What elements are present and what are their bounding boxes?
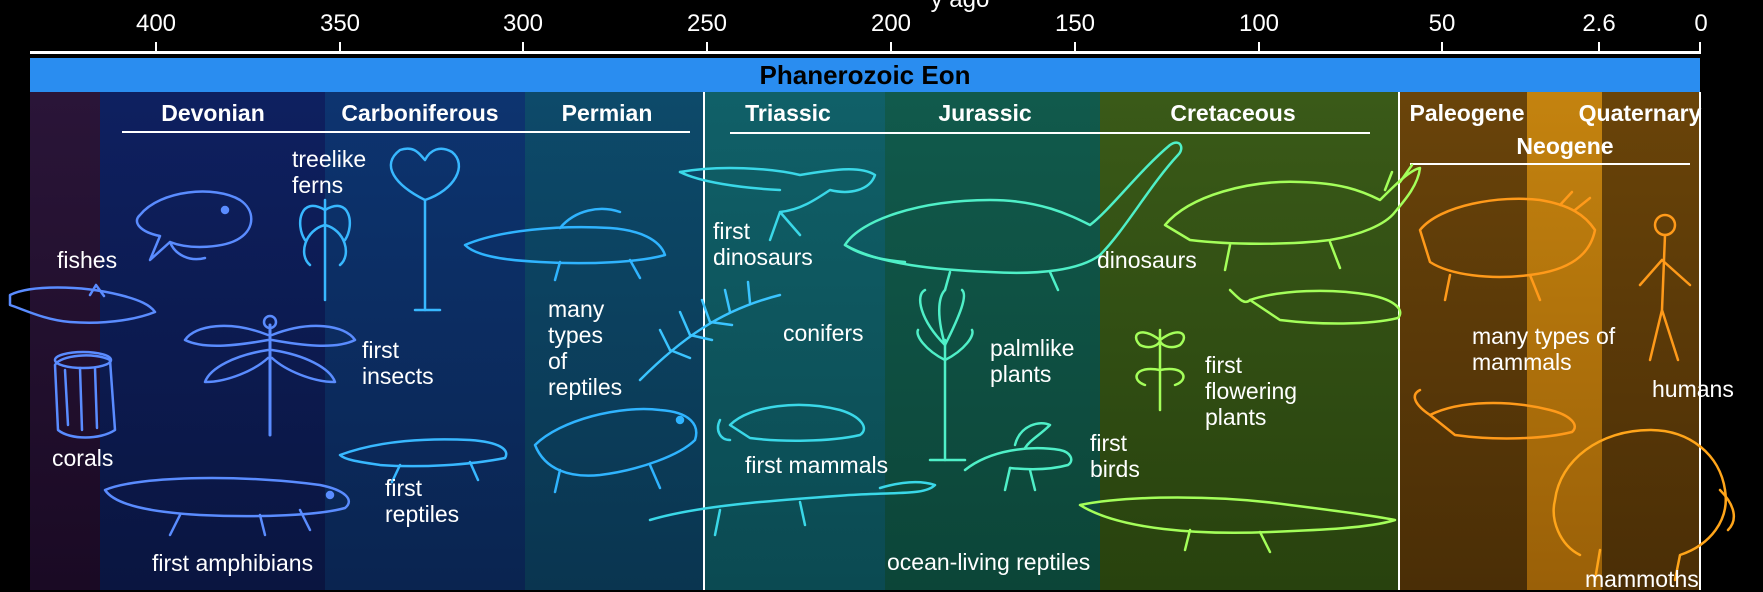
label-line: ferns <box>292 172 366 198</box>
label-line: dinosaurs <box>713 244 813 270</box>
marine-reptile-icon <box>1080 498 1395 553</box>
tree-icon <box>391 149 459 310</box>
label-line: first <box>1090 430 1140 456</box>
amphibian-icon <box>105 478 349 535</box>
label-line: plants <box>990 361 1074 387</box>
label-line: of <box>548 348 622 374</box>
label-line: first <box>362 337 434 363</box>
label-line: first <box>385 475 459 501</box>
label-line: many types of <box>1472 323 1615 349</box>
bird-icon <box>965 423 1071 490</box>
label-first-birds: first birds <box>1090 430 1140 482</box>
label-line: insects <box>362 363 434 389</box>
label-line: many <box>548 296 622 322</box>
label-many-types-of-reptiles: many types of reptiles <box>548 296 622 400</box>
label-corals: corals <box>52 445 113 471</box>
label-line: first <box>1205 352 1297 378</box>
conifer-icon <box>640 282 780 380</box>
label-first-flowering-plants: first flowering plants <box>1205 352 1297 430</box>
label-line: mammals <box>1472 349 1615 375</box>
fish-icon <box>137 192 251 260</box>
dinosaur-icon <box>1165 165 1420 270</box>
label-line: types <box>548 322 622 348</box>
label-line: palmlike <box>990 335 1074 361</box>
label-line: treelike <box>292 146 366 172</box>
mammal-icon <box>1230 290 1400 324</box>
fern-icon <box>300 200 350 300</box>
coral-icon <box>55 352 115 438</box>
label-first-amphibians: first amphibians <box>152 550 313 576</box>
label-treelike-ferns: treelike ferns <box>292 146 366 198</box>
label-mammoths: mammoths <box>1585 566 1699 592</box>
label-line: reptiles <box>385 501 459 527</box>
fish-icon <box>10 285 155 323</box>
label-line: birds <box>1090 456 1140 482</box>
mammal-icon <box>718 405 864 441</box>
label-line: plants <box>1205 404 1297 430</box>
reptile-icon <box>535 409 696 492</box>
human-icon <box>1640 215 1690 360</box>
flowering-plant-icon <box>1136 330 1184 410</box>
label-line: reptiles <box>548 374 622 400</box>
mammal-icon <box>1420 192 1595 300</box>
marine-reptile-icon <box>650 482 935 535</box>
label-ocean-living-reptiles: ocean-living reptiles <box>887 549 1090 575</box>
label-humans: humans <box>1652 376 1734 402</box>
label-dinosaurs: dinosaurs <box>1097 247 1197 273</box>
label-first-dinosaurs: first dinosaurs <box>713 218 813 270</box>
label-first-insects: first insects <box>362 337 434 389</box>
mammal-icon <box>1415 390 1575 438</box>
label-many-types-of-mammals: many types of mammals <box>1472 323 1615 375</box>
palm-plant-icon <box>917 290 972 460</box>
label-first-mammals: first mammals <box>745 452 888 478</box>
reptile-icon <box>465 209 665 280</box>
label-conifers: conifers <box>783 320 864 346</box>
label-palmlike-plants: palmlike plants <box>990 335 1074 387</box>
label-line: flowering <box>1205 378 1297 404</box>
label-fishes: fishes <box>57 247 117 273</box>
insect-icon <box>185 316 355 435</box>
mammoth-icon <box>1554 430 1734 580</box>
label-line: first <box>713 218 813 244</box>
label-first-reptiles: first reptiles <box>385 475 459 527</box>
